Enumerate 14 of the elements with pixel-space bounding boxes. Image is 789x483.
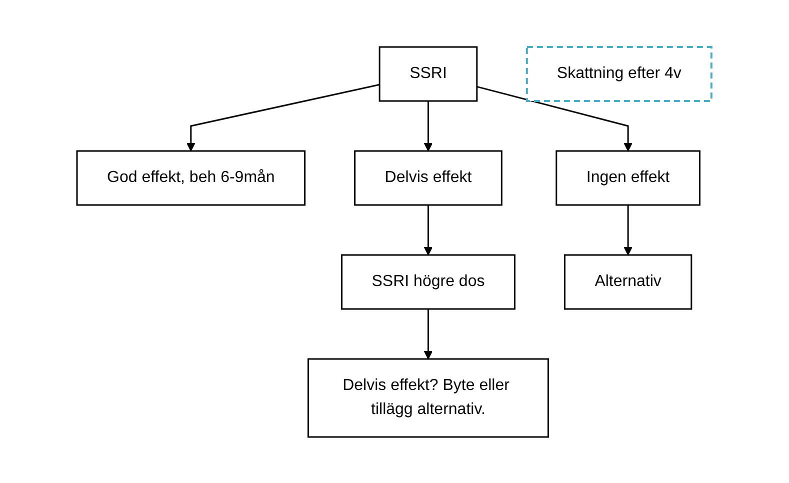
arrow [477, 85, 633, 151]
node-box: God effekt, beh 6-9mån [76, 150, 306, 206]
node-box: Alternativ [564, 254, 692, 310]
node-box: Delvis effekt? Byte eller tillägg alternativ. [308, 358, 550, 438]
arrow [624, 204, 633, 255]
node-box: SSRI högre dos [341, 254, 516, 310]
node-box: Skattning efter 4v [526, 46, 713, 102]
node-box: Ingen effekt [556, 150, 701, 206]
node-box: SSRI [379, 46, 478, 102]
arrow [424, 204, 433, 255]
arrow [424, 308, 433, 359]
arrow [424, 100, 433, 151]
node-box: Delvis effekt [354, 150, 503, 206]
arrow [186, 83, 380, 151]
